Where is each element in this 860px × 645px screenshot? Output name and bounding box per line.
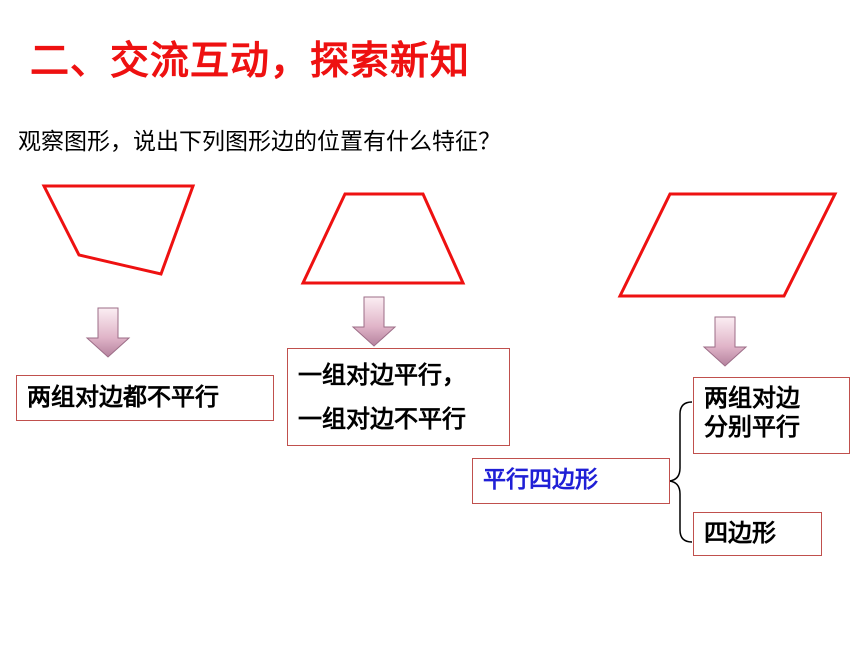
two-pairs-line-one: 两组对边 [704,384,800,412]
trapezoid-description-box: 一组对边平行， 一组对边不平行 [287,348,510,446]
arrow-down-icon [351,296,397,347]
irregular-quadrilateral [41,184,196,276]
arrow-down-icon [702,316,748,367]
quadrilateral-box: 四边形 [693,512,822,556]
quadrilateral-label: 四边形 [704,519,776,547]
no-parallel-box: 两组对边都不平行 [16,375,274,421]
parallelogram-shape [617,192,838,298]
arrow-down-icon [85,307,131,358]
question-text: 观察图形，说出下列图形边的位置有什么特征？ [18,129,501,155]
no-parallel-label: 两组对边都不平行 [27,383,219,411]
two-pairs-line-two: 分别平行 [704,412,800,441]
trapezoid-shape [300,192,466,285]
trapezoid-line-one: 一组对边平行， [298,361,466,389]
trapezoid-line-two: 一组对边不平行 [298,405,466,433]
left-brace-icon [668,401,693,543]
parallelogram-term-box: 平行四边形 [472,458,670,504]
two-pairs-parallel-box: 两组对边 分别平行 [693,377,850,454]
page-title: 二、交流互动，探索新知 [30,39,471,84]
parallelogram-term: 平行四边形 [483,467,598,493]
